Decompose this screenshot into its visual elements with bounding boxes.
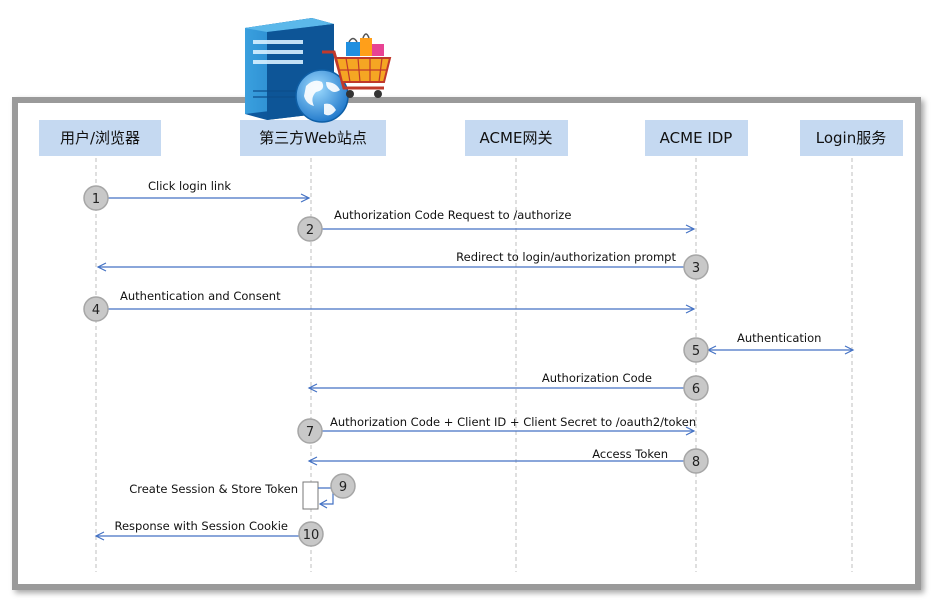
step-number: 7	[306, 425, 314, 440]
step-number: 2	[306, 223, 314, 238]
participant-label: Login服务	[816, 129, 886, 147]
step-number: 5	[692, 344, 700, 359]
arrowhead	[307, 456, 318, 466]
step-number: 10	[303, 528, 320, 543]
step-number: 8	[692, 455, 700, 470]
participant-label: ACME IDP	[660, 129, 733, 147]
step-marker: 5	[683, 337, 709, 363]
participant-label: 第三方Web站点	[259, 129, 367, 147]
message-label: Redirect to login/authorization prompt	[456, 250, 676, 264]
messages	[94, 193, 855, 541]
arrowhead	[685, 224, 696, 234]
step-marker: 10	[298, 521, 324, 547]
step-marker: 3	[683, 254, 709, 280]
message-label: Authorization Code Request to /authorize	[334, 208, 571, 222]
participant-box-gateway	[465, 120, 568, 156]
message-label: Access Token	[592, 447, 668, 461]
message-labels: Click login link Authorization Code Requ…	[114, 179, 821, 533]
participant-headers: 用户/浏览器 第三方Web站点 ACME网关 ACME IDP Login服务	[39, 120, 903, 156]
arrowhead	[685, 304, 696, 314]
step-number: 1	[92, 192, 100, 207]
message-label: Authentication	[737, 331, 821, 345]
step-marker: 9	[330, 473, 356, 499]
participant-box-login	[800, 120, 903, 156]
participant-label: ACME网关	[480, 129, 553, 147]
message-label: Response with Session Cookie	[114, 519, 288, 533]
shopping-cart-icon	[322, 33, 392, 98]
step-marker: 6	[683, 375, 709, 401]
step-number: 9	[339, 480, 347, 495]
step-number: 4	[92, 303, 100, 318]
participant-box-idp	[645, 120, 748, 156]
step-marker: 2	[297, 216, 323, 242]
arrowhead	[307, 383, 318, 393]
step-marker: 7	[297, 418, 323, 444]
arrowhead	[94, 531, 105, 541]
step-marker: 8	[683, 448, 709, 474]
participant-box-website	[240, 120, 386, 156]
arrowhead	[685, 426, 696, 436]
message-label: Click login link	[148, 179, 231, 193]
message-label: Authorization Code	[542, 371, 652, 385]
message-label: Create Session & Store Token	[129, 482, 298, 496]
arrowhead	[96, 262, 107, 272]
diagram-frame	[12, 97, 921, 590]
message-arrow	[318, 487, 334, 505]
step-marker: 1	[83, 185, 109, 211]
step-number: 3	[692, 261, 700, 276]
step-number: 6	[692, 382, 700, 397]
step-markers: 1 2 3 4 5 6 7 8	[83, 185, 709, 547]
arrowhead	[318, 499, 328, 509]
participant-label: 用户/浏览器	[60, 129, 140, 147]
activation-box	[302, 481, 319, 510]
participant-box-browser	[39, 120, 161, 156]
message-label: Authorization Code + Client ID + Client …	[330, 415, 696, 429]
step-marker: 4	[83, 296, 109, 322]
arrowhead	[844, 345, 855, 355]
arrowhead	[300, 193, 311, 203]
message-label: Authentication and Consent	[120, 289, 281, 303]
